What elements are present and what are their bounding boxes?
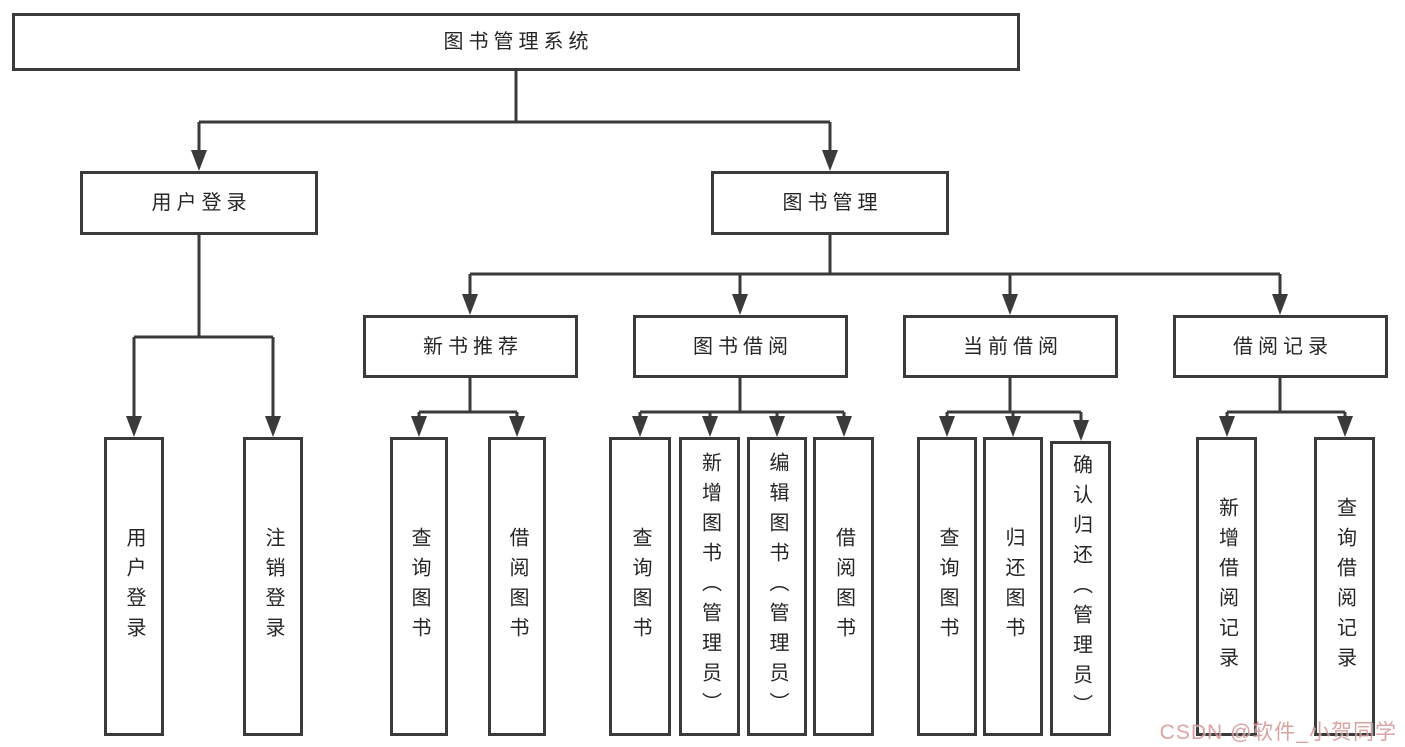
node-label: 图书管理	[782, 192, 883, 214]
node-label: 用户登录	[123, 526, 145, 647]
node-label: 借阅记录	[1233, 335, 1333, 358]
node-borrow-record: 借阅记录	[1173, 315, 1388, 378]
node-label: 新书推荐	[423, 335, 523, 358]
node-leaf-query-books-recommend: 查询图书	[390, 437, 448, 736]
node-label: 查询图书	[629, 526, 651, 647]
node-label: 新增借阅记录	[1215, 496, 1238, 677]
node-label: 用户登录	[151, 192, 252, 214]
node-leaf-query-books-borrow: 查询图书	[609, 437, 671, 736]
node-label: 归还图书	[1002, 526, 1024, 647]
node-label: 图书管理系统	[443, 31, 594, 53]
node-root: 图书管理系统	[12, 13, 1020, 71]
node-label: 查询图书	[936, 526, 958, 647]
node-label: 注销登录	[262, 526, 284, 647]
arrowheads	[126, 150, 1353, 441]
node-label: 查询图书	[408, 526, 430, 647]
node-label: 确认归还（管理员）	[1069, 453, 1092, 724]
node-leaf-query-books-current: 查询图书	[917, 437, 977, 736]
node-label: 查询借阅记录	[1333, 496, 1356, 677]
node-book-borrow: 图书借阅	[633, 315, 848, 378]
node-leaf-borrow-book: 借阅图书	[813, 437, 874, 736]
node-new-book-recommend: 新书推荐	[363, 315, 578, 378]
node-label: 借阅图书	[832, 526, 855, 647]
node-label: 编辑图书（管理员）	[766, 451, 788, 722]
watermark: CSDN @软件_小贺同学	[1159, 721, 1397, 744]
node-label: 新增图书（管理员）	[698, 451, 721, 722]
node-leaf-confirm-return-admin: 确认归还（管理员）	[1050, 441, 1111, 736]
node-leaf-return-book: 归还图书	[983, 437, 1043, 736]
node-current-borrow: 当前借阅	[903, 315, 1118, 378]
node-book-management: 图书管理	[711, 171, 949, 235]
node-leaf-query-borrow-record: 查询借阅记录	[1314, 437, 1375, 736]
node-leaf-borrow-books-recommend: 借阅图书	[488, 437, 546, 736]
node-leaf-logout: 注销登录	[243, 437, 303, 736]
node-label: 借阅图书	[506, 526, 528, 647]
node-label: 图书借阅	[693, 335, 793, 358]
node-leaf-add-borrow-record: 新增借阅记录	[1196, 437, 1257, 736]
node-leaf-add-book-admin: 新增图书（管理员）	[679, 437, 740, 736]
node-label: 当前借阅	[963, 335, 1063, 358]
node-leaf-edit-book-admin: 编辑图书（管理员）	[747, 437, 807, 736]
node-leaf-user-login: 用户登录	[104, 437, 164, 736]
node-user-login-branch: 用户登录	[80, 171, 318, 235]
